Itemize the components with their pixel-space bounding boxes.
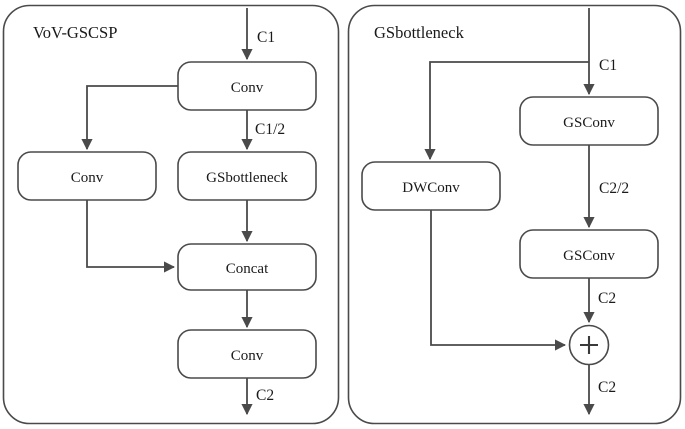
node-label-conv-top: Conv xyxy=(231,80,264,96)
panel-gsbottleneck xyxy=(347,4,682,425)
node-label-conv-left: Conv xyxy=(71,170,104,186)
node-label-gsconv-bottom: GSConv xyxy=(563,248,615,264)
edge-label-output-c2: C2 xyxy=(256,387,274,404)
edge-label-c2-half: C2/2 xyxy=(599,180,629,197)
plus-icon xyxy=(580,336,598,354)
edge-input-branch-to-dwconv xyxy=(424,61,589,161)
edge-dwconv-to-add xyxy=(430,210,567,351)
panel-title-gsbottleneck: GSbottleneck xyxy=(374,23,465,42)
node-label-conv-bottom: Conv xyxy=(231,348,264,364)
edge-label-c2-to-add: C2 xyxy=(598,290,616,307)
node-label-gsconv-top: GSConv xyxy=(563,115,615,131)
node-label-gsbottleneck: GSbottleneck xyxy=(206,170,288,186)
panel-title-vov-gscsp: VoV-GSCSP xyxy=(33,23,117,42)
edge-label-input-c1: C1 xyxy=(257,29,275,46)
edge-label-c1-half: C1/2 xyxy=(255,121,285,138)
edge-conv-left-to-concat xyxy=(86,200,176,273)
node-label-concat: Concat xyxy=(226,261,269,277)
node-label-dwconv: DWConv xyxy=(402,180,460,196)
edge-conv-top-branch-to-conv-left xyxy=(81,85,178,151)
edge-label-input-c1-right: C1 xyxy=(599,57,617,74)
edge-label-output-c2-right: C2 xyxy=(598,379,616,396)
